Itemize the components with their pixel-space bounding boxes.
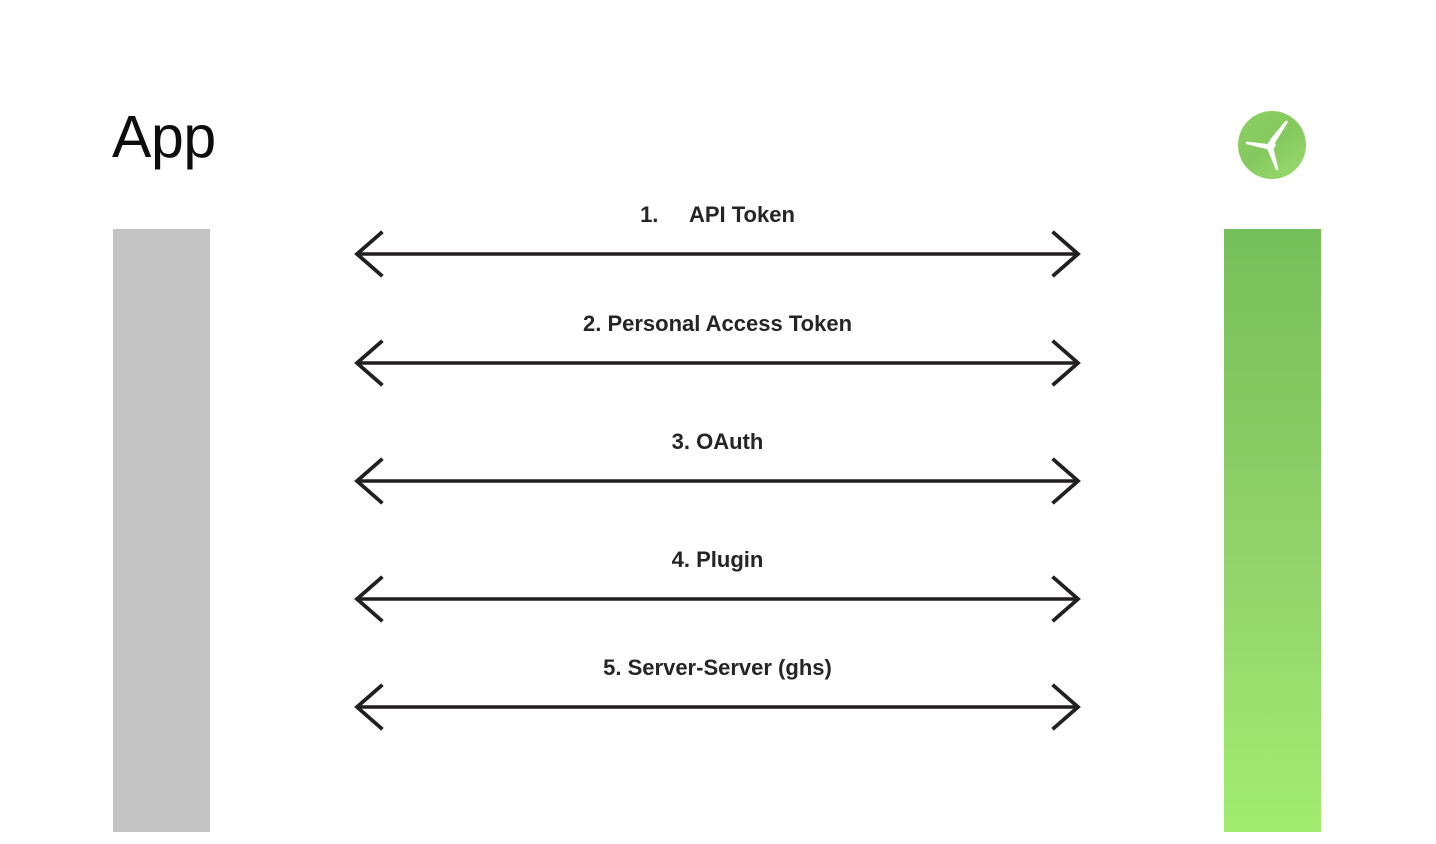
message-label: 3. OAuth	[671, 429, 764, 454]
message-row: 4. Plugin	[345, 549, 1090, 625]
message-row: 3. OAuth	[345, 431, 1090, 507]
bidirectional-arrow-icon	[354, 575, 1081, 623]
message-label: 4. Plugin	[671, 547, 764, 572]
message-row: 1. API Token	[345, 204, 1090, 280]
bidirectional-arrow-icon	[354, 457, 1081, 505]
message-label: 1. API Token	[640, 202, 795, 227]
bidirectional-arrow-icon	[354, 230, 1081, 278]
message-label: 5. Server-Server (ghs)	[603, 655, 832, 680]
message-row: 5. Server-Server (ghs)	[345, 657, 1090, 733]
message-row: 2. Personal Access Token	[345, 313, 1090, 389]
message-label: 2. Personal Access Token	[582, 311, 853, 336]
lifeline-service	[1224, 229, 1321, 832]
propeller-logo-icon	[1238, 111, 1306, 179]
lifeline-app	[113, 229, 210, 832]
bidirectional-arrow-icon	[354, 683, 1081, 731]
page-title: App	[112, 104, 216, 170]
bidirectional-arrow-icon	[354, 339, 1081, 387]
